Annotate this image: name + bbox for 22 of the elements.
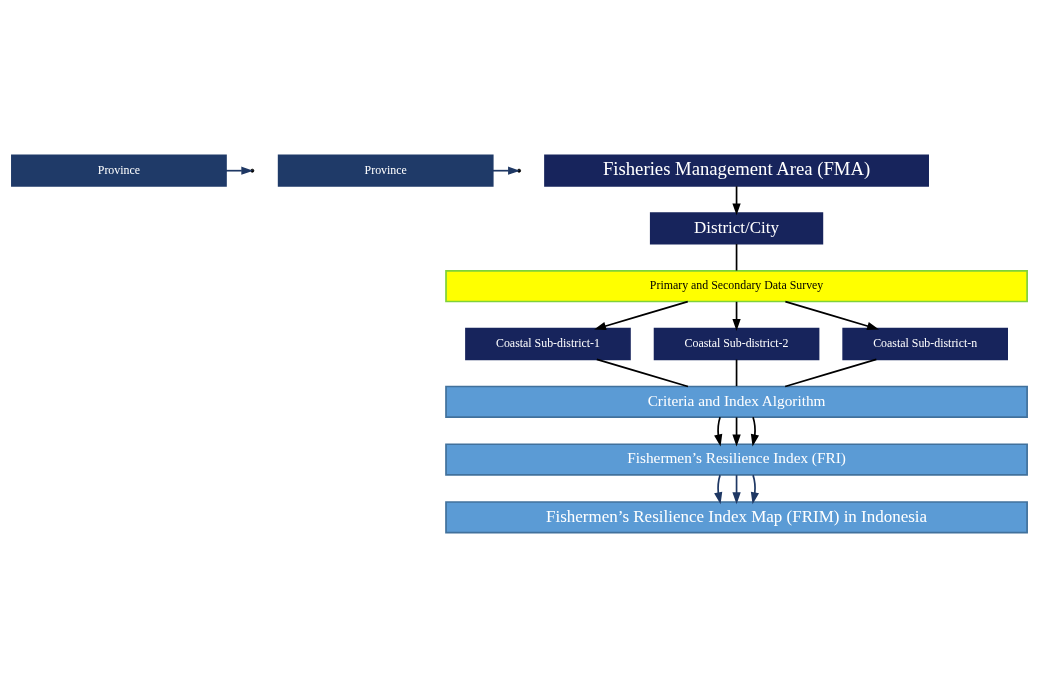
node-box: Criteria and Index Algorithm xyxy=(445,385,1028,418)
node-box: District/City xyxy=(649,212,824,245)
node-box: Primary and Secondary Data Survey xyxy=(445,270,1028,303)
arrow xyxy=(714,474,723,505)
node-box: Fishermen’s Resilience Index (FRI) xyxy=(445,443,1028,476)
arrow xyxy=(594,300,689,331)
arrow xyxy=(714,416,723,447)
node-box: Province xyxy=(277,154,494,187)
connector xyxy=(595,358,689,388)
node-box: Province xyxy=(11,154,227,187)
node-box: Coastal Sub-district-n xyxy=(842,327,1008,361)
connector xyxy=(735,358,738,387)
arrow xyxy=(784,300,879,331)
arrow xyxy=(491,166,520,175)
node-box: Fishermen’s Resilience Index Map (FRIM) in Indonesia xyxy=(445,501,1028,534)
node-box: Fisheries Management Area (FMA) xyxy=(544,154,929,187)
node-box: Coastal Sub-district-2 xyxy=(653,327,820,361)
arrow xyxy=(750,416,760,447)
arrow xyxy=(750,474,760,505)
connector xyxy=(735,243,738,272)
connector xyxy=(784,358,878,388)
node-box: Coastal Sub-district-1 xyxy=(465,327,631,361)
